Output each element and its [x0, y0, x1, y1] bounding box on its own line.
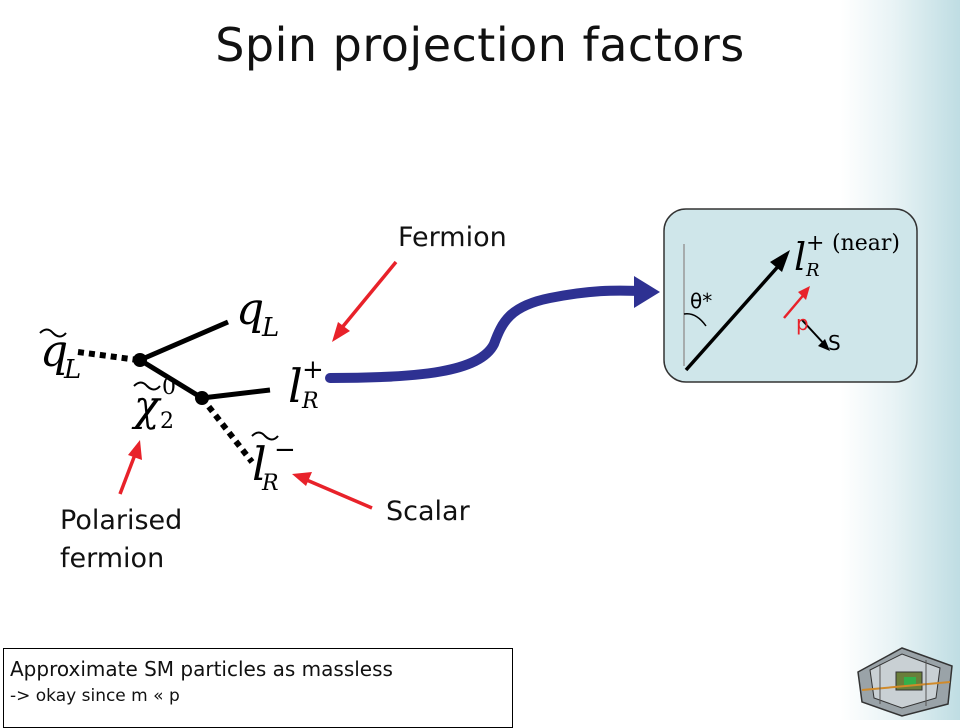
neutralino-line [138, 357, 204, 401]
lepton-superscript: + [302, 355, 324, 385]
lepton-line [201, 387, 271, 401]
squark-propagator [77, 349, 139, 363]
slepton-propagator [199, 396, 255, 464]
quark-line [139, 319, 229, 363]
inset-box [663, 208, 918, 383]
inset-lepton-subscript: R [805, 260, 820, 281]
blue-connector-arrowhead [634, 276, 660, 308]
fermion-pointer-arrow [338, 260, 398, 332]
inset-angle-arc [683, 313, 707, 327]
lepton-subscript: R [301, 389, 319, 414]
inset-near-label: (near) [832, 231, 900, 256]
note-line-2: -> okay since m « p [10, 686, 180, 706]
scalar-pointer-arrow [301, 476, 373, 510]
lepton-label: l + R [288, 355, 324, 414]
note-line-1: Approximate SM particles as massless [10, 657, 393, 681]
inset-momentum-label: p [796, 311, 809, 335]
slepton-label: l − R [251, 431, 296, 496]
slepton-symbol: l [252, 437, 267, 491]
inset-lepton-label: l + R (near) [794, 231, 900, 281]
squark-tilde-icon [39, 328, 67, 338]
slepton-subscript: R [261, 471, 279, 496]
fermion-label: Fermion [398, 222, 507, 253]
polarised-fermion-label: Polarised fermion [60, 502, 182, 578]
neutralino-subscript: 2 [160, 409, 174, 434]
lepton-symbol: l [288, 359, 303, 413]
inset-momentum-arrow [783, 291, 807, 319]
polarised-label-line1: Polarised [60, 505, 183, 536]
vertex-1 [133, 353, 147, 367]
inset-lepton-superscript: + [806, 231, 824, 256]
inset-angle-label: θ* [690, 289, 712, 313]
neutralino-label: χ 0 2 [131, 375, 176, 434]
inset-momentum-arrowhead [798, 286, 810, 300]
slepton-superscript: − [274, 435, 296, 465]
polarised-label-line2: fermion [60, 543, 165, 574]
neutralino-tilde-icon [133, 381, 161, 391]
squark-subscript: L [63, 355, 81, 385]
note-box: Approximate SM particles as massless -> … [3, 648, 513, 728]
squark-label: q L [39, 326, 81, 385]
fermion-pointer-arrowhead [332, 322, 350, 342]
slide-title: Spin projection factors [215, 18, 745, 72]
vertex-2 [195, 391, 209, 405]
quark-subscript: L [261, 313, 279, 343]
inset-spin-arrowhead [818, 339, 830, 351]
detector-icon [857, 647, 953, 717]
quark-label: q L [236, 284, 279, 343]
quark-symbol: q [236, 284, 264, 335]
polarised-pointer-arrowhead [128, 440, 142, 460]
inset-lepton-arrow [684, 260, 784, 372]
inset-spin-arrow [801, 319, 827, 347]
inset-spin-label: S [828, 331, 841, 355]
scalar-pointer-arrowhead [292, 472, 312, 486]
inset-lepton-symbol: l [794, 235, 806, 279]
neutralino-superscript: 0 [162, 375, 176, 400]
scalar-label: Scalar [386, 496, 470, 527]
slepton-tilde-icon [251, 431, 279, 441]
inset-lepton-arrowhead [770, 250, 790, 272]
polarised-pointer-arrow [118, 451, 138, 495]
blue-connector-arrow [325, 285, 645, 383]
